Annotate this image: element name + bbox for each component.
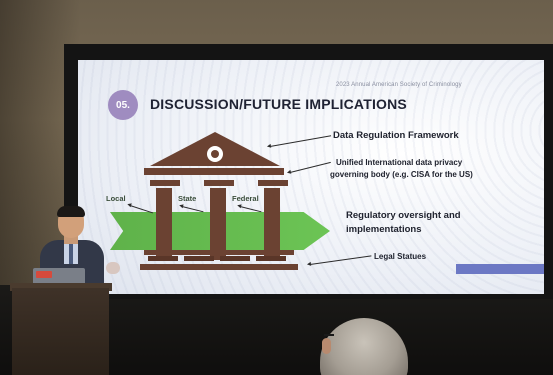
pillar-capital-middle [204, 180, 234, 186]
base-step-block-1 [148, 256, 178, 261]
section-number: 05. [116, 99, 130, 111]
label-oversight-line1: Regulatory oversight and [346, 210, 461, 221]
base-step-top [144, 250, 294, 255]
base-step-block-3 [220, 256, 250, 261]
building-beam [144, 168, 284, 175]
pillar-capital-right [258, 180, 288, 186]
presentation-slide: 2023 Annual American Society of Criminol… [78, 60, 544, 294]
podium [12, 288, 109, 375]
pillar-capital-left [150, 180, 180, 186]
label-oversight-line2: implementations [346, 224, 422, 235]
podium-top [10, 283, 112, 291]
label-unified-body-line1: Unified International data privacy [336, 158, 463, 167]
speaker-hand [106, 262, 120, 274]
pediment-icon [150, 132, 280, 166]
label-unified-body-line2: governing body (e.g. CISA for the US) [330, 170, 473, 179]
label-legal-statues: Legal Statues [374, 252, 427, 261]
pillar-federal [264, 188, 280, 260]
section-number-badge: 05. [108, 90, 138, 120]
slide-background-pattern [78, 60, 544, 294]
label-data-regulation-framework: Data Regulation Framework [333, 130, 459, 141]
audience-member-ear [322, 338, 331, 354]
base-step-block-2 [184, 256, 214, 261]
conference-label: 2023 Annual American Society of Criminol… [336, 82, 462, 88]
speaker-tie [69, 244, 73, 264]
slide-accent-bar [456, 264, 544, 274]
label-local: Local [106, 194, 126, 203]
laptop-sticker [36, 271, 52, 278]
pillar-local [156, 188, 172, 260]
base-step-bottom [140, 264, 298, 270]
label-federal: Federal [232, 194, 259, 203]
slide-title: DISCUSSION/FUTURE IMPLICATIONS [150, 96, 407, 112]
base-step-block-4 [256, 256, 286, 261]
pillar-state [210, 188, 226, 260]
label-state: State [178, 194, 197, 203]
glasses-icon [324, 334, 334, 336]
speaker-hair [57, 206, 85, 217]
